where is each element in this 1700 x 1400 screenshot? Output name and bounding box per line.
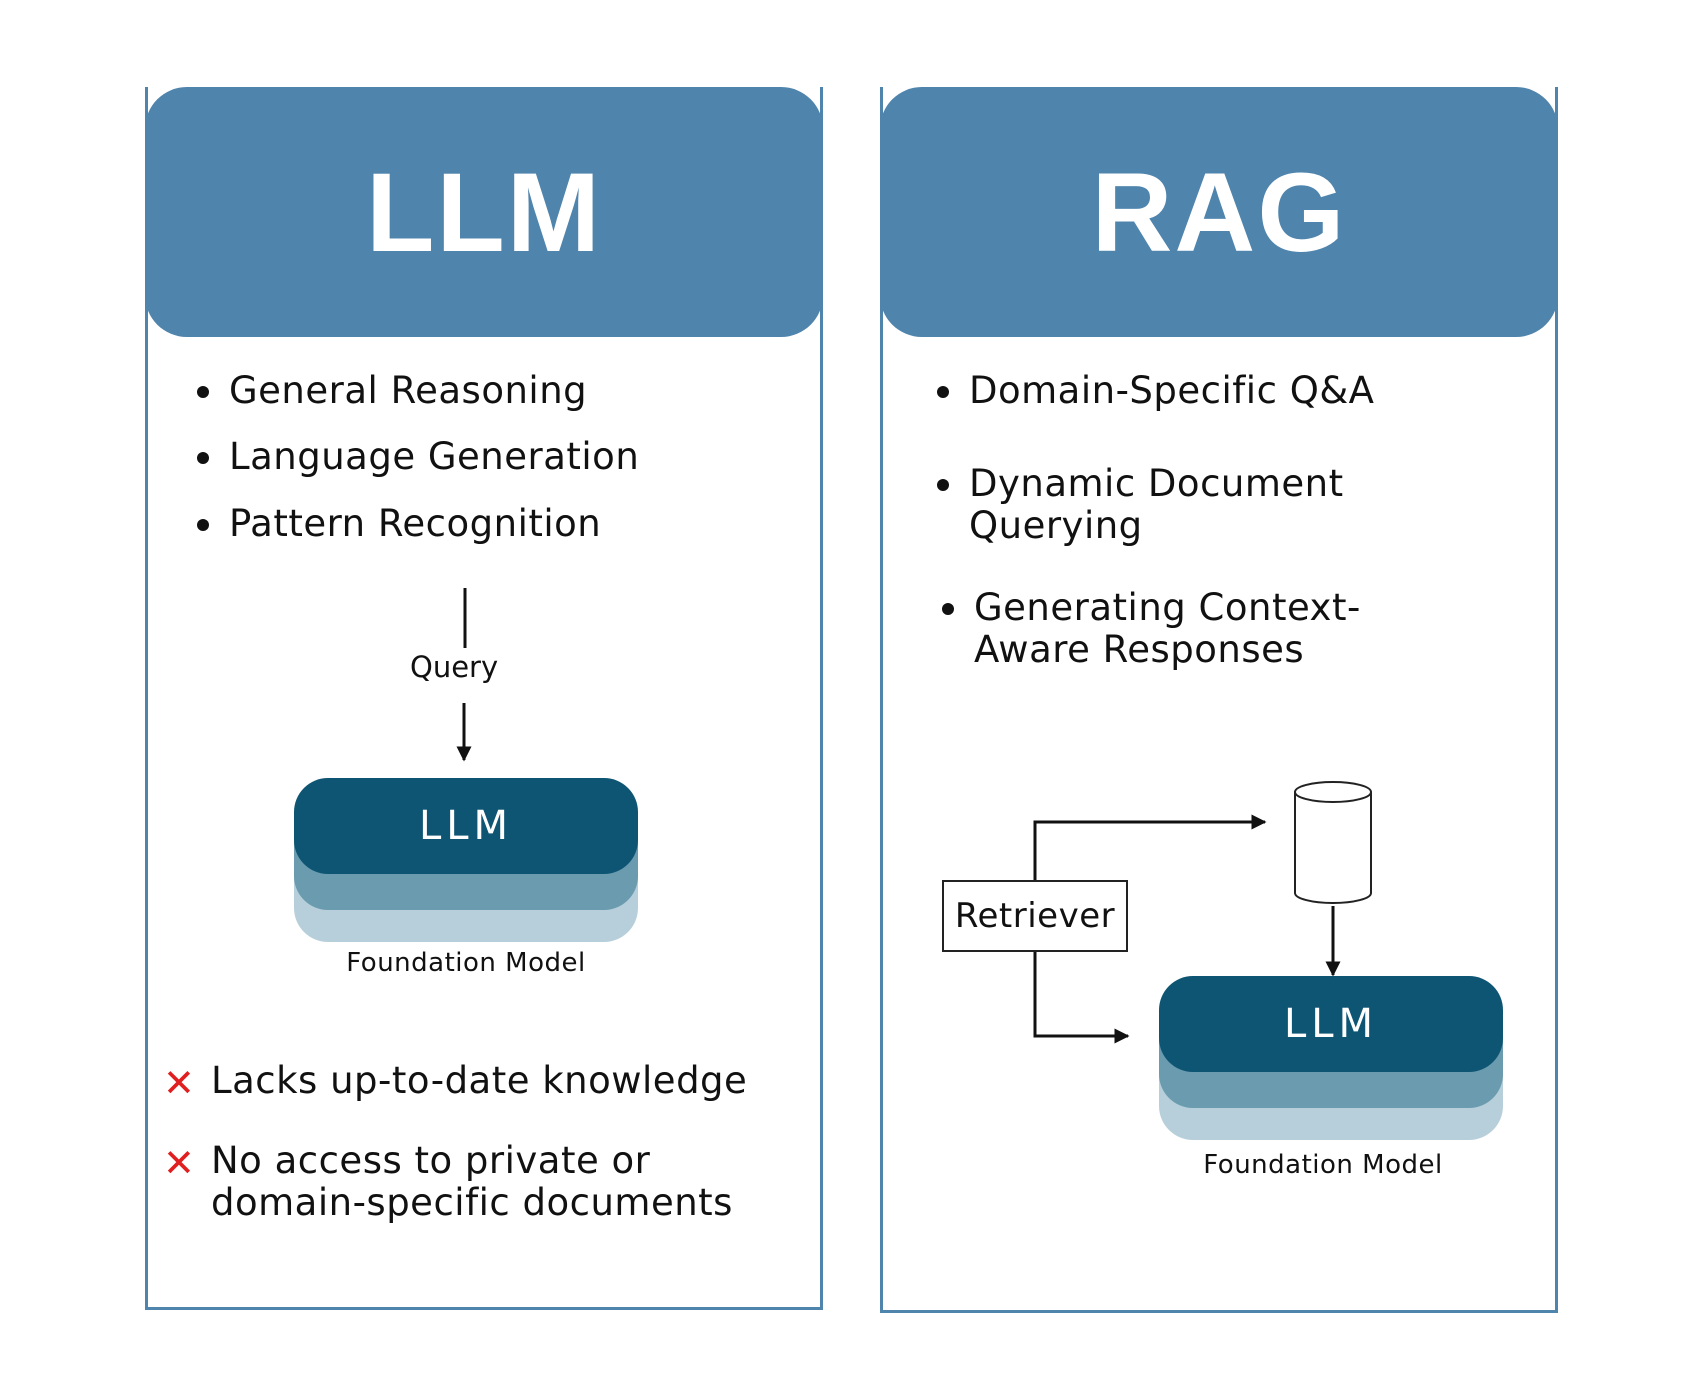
llm-bullet-2: Language Generation (197, 436, 717, 478)
llm-con-2: ✕ No access to private or domain-specifi… (163, 1140, 803, 1224)
database-icon (1294, 781, 1372, 904)
llm-con-2-text: No access to private or domain-specific … (211, 1139, 733, 1224)
rag-bullet-3: Generating Context-Aware Responses (942, 587, 1372, 671)
llm-con-1: ✕ Lacks up-to-date knowledge (163, 1059, 823, 1105)
rag-bullet-2: Dynamic Document Querying (937, 463, 1367, 547)
llm-foundation-model-stack: LLM (294, 778, 638, 942)
llm-panel-title: LLM (365, 149, 603, 275)
llm-model-caption: Foundation Model (346, 948, 586, 978)
llm-model-label: LLM (418, 803, 514, 849)
cross-icon: ✕ (163, 1061, 196, 1105)
retriever-to-llm-arrow (1033, 952, 1130, 1044)
llm-con-1-text: Lacks up-to-date knowledge (211, 1059, 748, 1102)
rag-panel-title: RAG (1091, 149, 1347, 275)
rag-foundation-model-stack: LLM (1159, 976, 1503, 1140)
retriever-box: Retriever (942, 880, 1128, 952)
rag-llm-model-label: LLM (1283, 1001, 1379, 1047)
llm-model-box: LLM (294, 778, 638, 874)
retriever-to-database-arrow (1033, 814, 1267, 880)
llm-bullet-1: General Reasoning (197, 370, 717, 412)
llm-bullet-3: Pattern Recognition (197, 503, 717, 545)
llm-panel-header: LLM (145, 87, 823, 337)
rag-model-caption: Foundation Model (1203, 1150, 1443, 1180)
rag-panel-header: RAG (880, 87, 1558, 337)
retriever-label: Retriever (954, 896, 1116, 936)
rag-bullet-1: Domain-Specific Q&A (937, 370, 1417, 412)
cross-icon: ✕ (163, 1141, 196, 1185)
llm-panel: LLM (145, 87, 823, 1310)
rag-llm-model-box: LLM (1159, 976, 1503, 1072)
query-label: Query (406, 650, 503, 684)
